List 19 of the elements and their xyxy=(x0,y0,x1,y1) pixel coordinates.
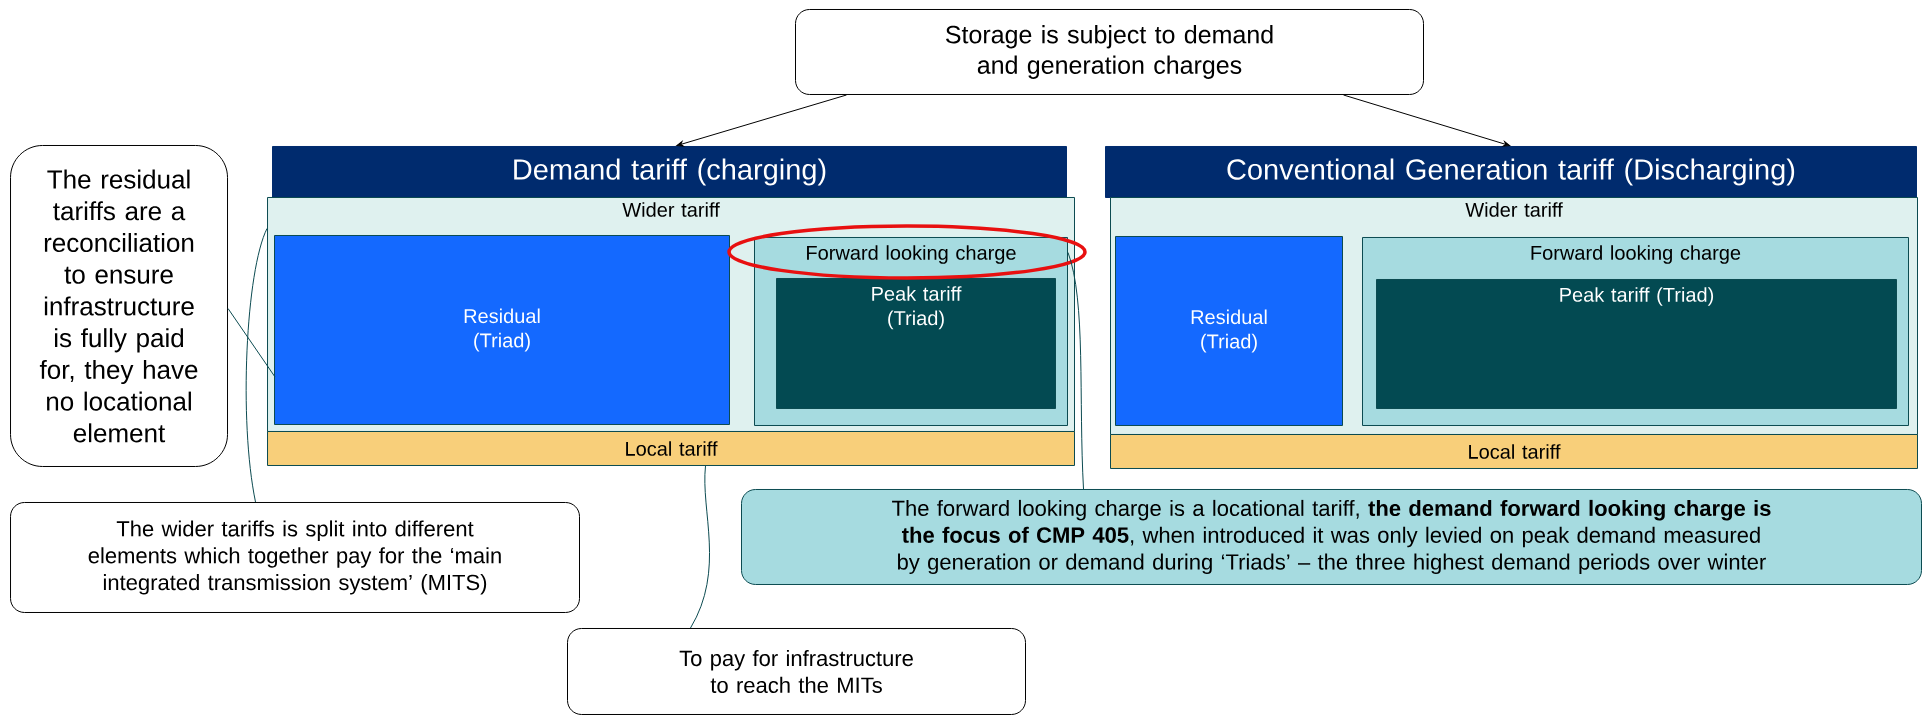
leader-line xyxy=(245,228,268,503)
header-band: Conventional Generation tariff (Discharging) xyxy=(1105,146,1917,198)
residual-box: Residual (Triad) xyxy=(1115,236,1343,426)
leader-line xyxy=(690,465,710,629)
local-tariff-bar: Local tariff xyxy=(1110,434,1918,469)
peak-tariff-box: Peak tariff (Triad) xyxy=(776,278,1056,409)
callout-box: Storage is subject to demand and generation charges xyxy=(795,9,1424,95)
leader-line xyxy=(227,308,276,378)
local-tariff-bar: Local tariff xyxy=(267,431,1075,466)
residual-box: Residual (Triad) xyxy=(274,235,730,425)
header-band: Demand tariff (charging) xyxy=(272,146,1067,198)
callout-box: The wider tariffs is split into different elements which together pay for the ‘main integrated transmission system’ (MITS) xyxy=(10,502,580,613)
peak-tariff-box: Peak tariff (Triad) xyxy=(1376,279,1897,409)
leader-line xyxy=(1067,252,1084,490)
arrow xyxy=(676,94,847,147)
callout-box: To pay for infrastructure to reach the MITs xyxy=(567,628,1026,715)
callout-box: The residual tariffs are a reconciliation to ensure infrastructure is fully paid for, they have no locational element xyxy=(10,145,228,467)
note-box: The forward looking charge is a locational tariff, the demand forward looking charge is the focus of CMP 405, when introduced it was only levied on peak demand measured by generation or demand during ‘Triads’ – the three highest demand periods over winter xyxy=(741,489,1922,585)
arrow xyxy=(1343,94,1511,147)
